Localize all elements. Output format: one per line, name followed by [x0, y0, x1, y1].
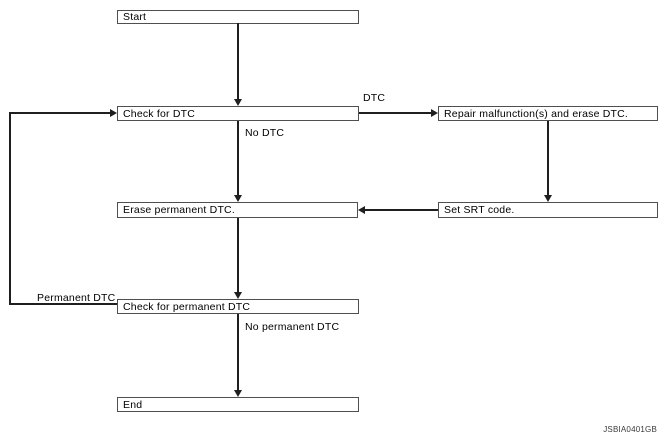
- edge-label-no-dtc: No DTC: [245, 127, 285, 139]
- arrow-down-icon: [234, 195, 242, 202]
- edge-check-dtc-to-erase-line: [237, 121, 239, 196]
- edge-repair-to-set-srt-line: [547, 121, 549, 196]
- arrow-down-icon: [234, 390, 242, 397]
- edge-label-dtc: DTC: [363, 92, 386, 104]
- node-repair-malfunction: Repair malfunction(s) and erase DTC.: [438, 106, 658, 121]
- arrow-down-icon: [234, 292, 242, 299]
- node-end-label: End: [123, 398, 143, 411]
- edge-label-no-permanent-dtc: No permanent DTC: [245, 321, 340, 333]
- edge-set-srt-to-erase-line: [364, 209, 438, 211]
- node-erase-permanent-dtc: Erase permanent DTC.: [117, 202, 358, 218]
- arrow-left-icon: [358, 206, 365, 214]
- node-check-permanent-dtc: Check for permanent DTC: [117, 299, 359, 314]
- edge-check-dtc-to-repair-line: [359, 112, 432, 114]
- node-start-label: Start: [123, 11, 147, 23]
- node-check-dtc-label: Check for DTC: [123, 107, 196, 120]
- edge-loop-bottom-line: [9, 303, 117, 305]
- figure-code: JSBIA0401GB: [603, 425, 657, 434]
- arrow-down-icon: [234, 99, 242, 106]
- edge-label-permanent-dtc: Permanent DTC: [37, 292, 116, 304]
- node-erase-permanent-dtc-label: Erase permanent DTC.: [123, 204, 235, 216]
- node-end: End: [117, 397, 359, 412]
- arrow-down-icon: [544, 195, 552, 202]
- node-set-srt-code: Set SRT code.: [438, 202, 658, 218]
- edge-loop-vertical-line: [9, 112, 11, 304]
- node-check-dtc: Check for DTC: [117, 106, 359, 121]
- edge-loop-top-line: [9, 112, 111, 114]
- edge-start-to-check-dtc-line: [237, 23, 239, 100]
- node-set-srt-code-label: Set SRT code.: [444, 204, 515, 216]
- node-repair-malfunction-label: Repair malfunction(s) and erase DTC.: [444, 107, 629, 120]
- edge-check-permanent-to-end-line: [237, 314, 239, 391]
- node-check-permanent-dtc-label: Check for permanent DTC: [123, 300, 251, 313]
- arrow-right-icon: [110, 109, 117, 117]
- arrow-right-icon: [431, 109, 438, 117]
- edge-erase-to-check-permanent-line: [237, 218, 239, 293]
- node-start: Start: [117, 10, 359, 24]
